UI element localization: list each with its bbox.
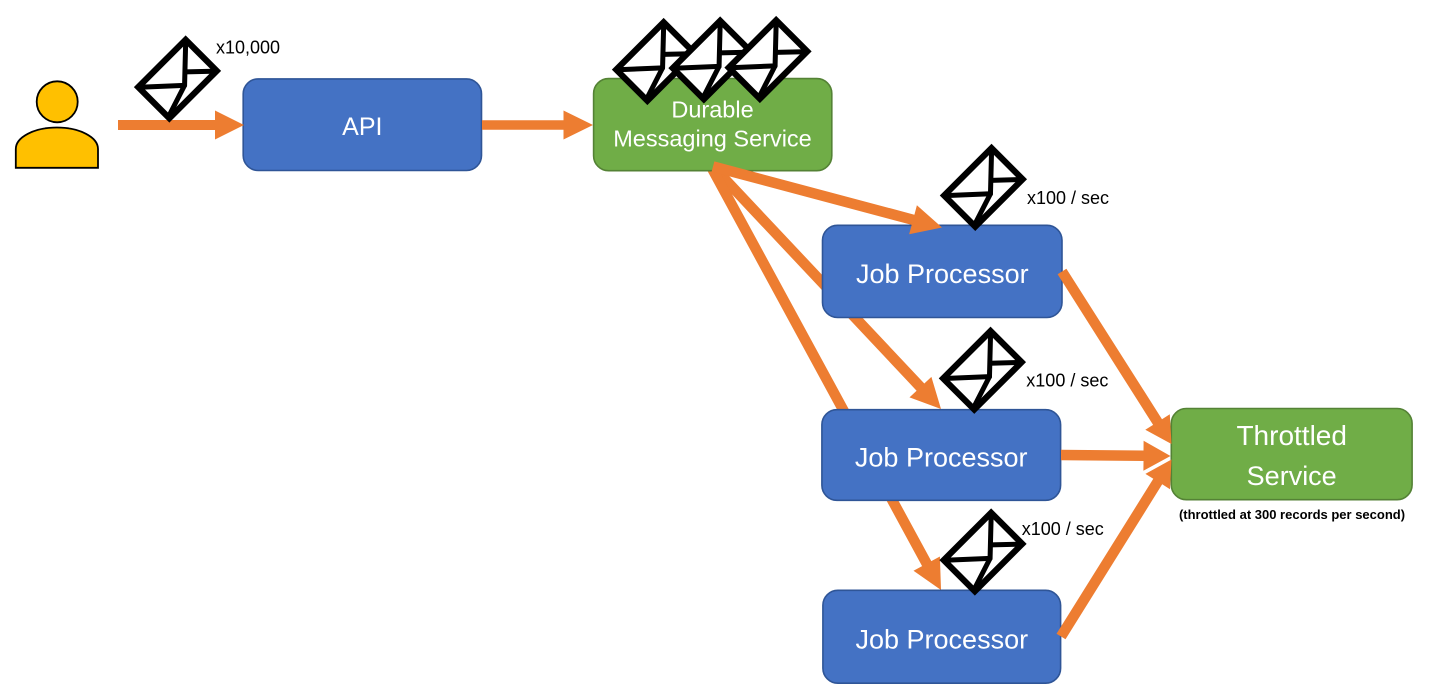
- svg-text:x10,000: x10,000: [216, 38, 280, 58]
- svg-text:Messaging Service: Messaging Service: [613, 126, 812, 152]
- svg-text:Throttled: Throttled: [1236, 420, 1347, 451]
- svg-text:Job Processor: Job Processor: [856, 259, 1029, 289]
- svg-text:(throttled at 300 records per: (throttled at 300 records per second): [1179, 507, 1405, 522]
- svg-text:Job Processor: Job Processor: [856, 624, 1029, 654]
- svg-text:x100 / sec: x100 / sec: [1026, 371, 1108, 391]
- svg-text:x100 / sec: x100 / sec: [1027, 188, 1109, 208]
- svg-text:Service: Service: [1247, 461, 1337, 491]
- svg-text:Job Processor: Job Processor: [855, 443, 1028, 473]
- svg-text:API: API: [342, 113, 382, 141]
- svg-text:x100 / sec: x100 / sec: [1022, 519, 1104, 539]
- svg-text:Durable: Durable: [671, 97, 753, 123]
